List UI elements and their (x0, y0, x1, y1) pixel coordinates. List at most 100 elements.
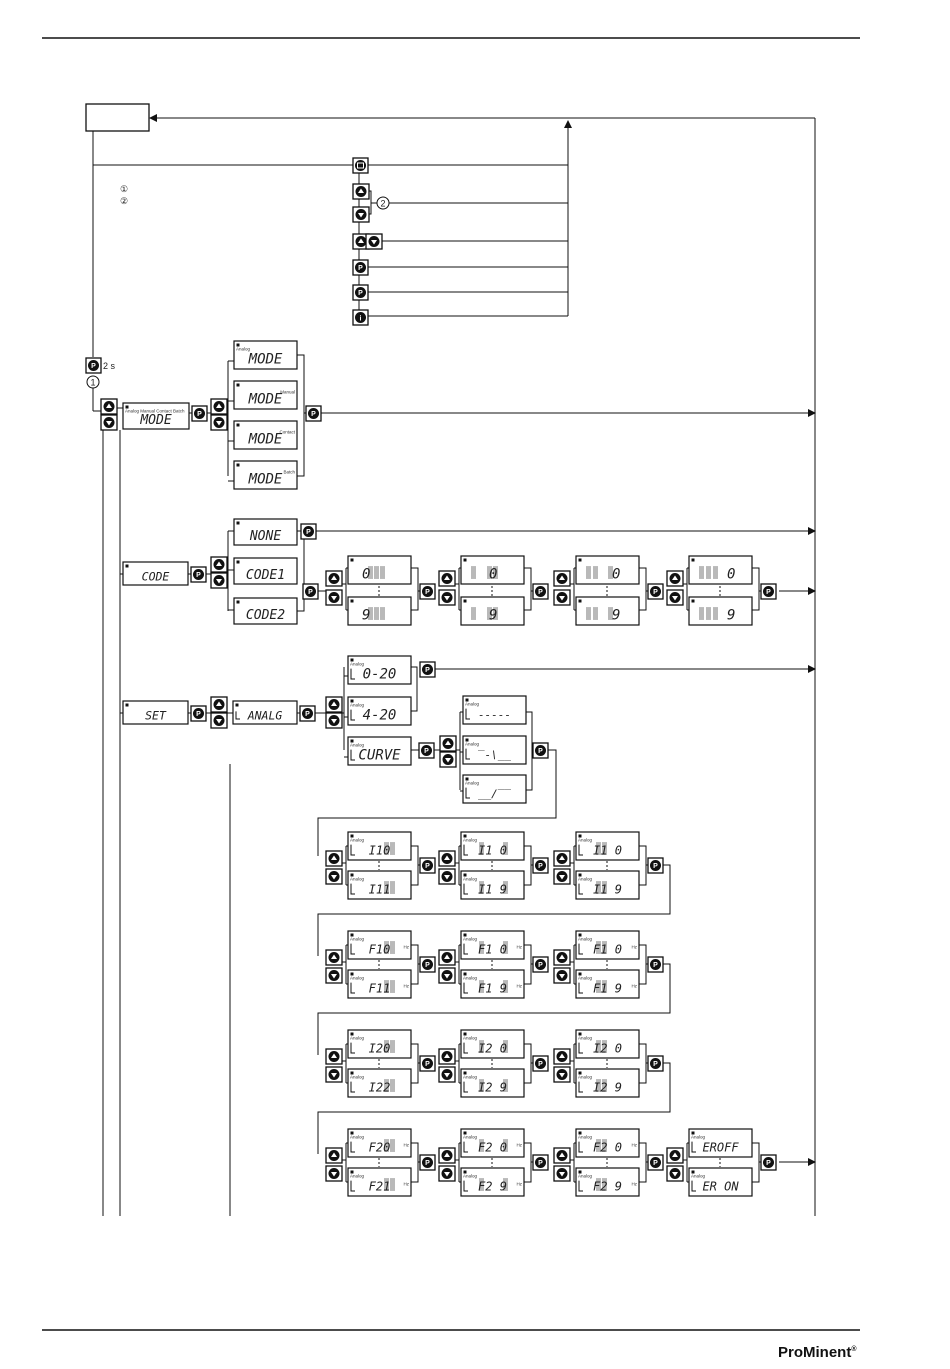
down-button[interactable] (325, 1165, 343, 1182)
p-button-hold[interactable]: P (85, 357, 102, 374)
lcd-text: 0 (727, 566, 735, 582)
info-button[interactable]: i (352, 309, 369, 326)
p-button[interactable]: P (191, 405, 208, 422)
p-button[interactable]: P (299, 705, 316, 722)
up-button[interactable] (438, 850, 456, 867)
up-button[interactable] (553, 850, 571, 867)
down-button[interactable] (553, 868, 571, 885)
p-button[interactable]: P (532, 956, 549, 973)
up-button[interactable] (553, 1147, 571, 1164)
stop-start-button[interactable] (352, 157, 369, 174)
up-button[interactable] (325, 1048, 343, 1065)
up-button[interactable] (439, 735, 457, 752)
down-button[interactable] (325, 967, 343, 984)
bracket-right-line (639, 845, 647, 886)
p-button[interactable]: P (647, 956, 664, 973)
p-button[interactable]: P (302, 583, 319, 600)
up-button[interactable] (100, 398, 118, 415)
down-button[interactable] (553, 1165, 571, 1182)
p-button[interactable]: P (418, 742, 435, 759)
down-button[interactable] (365, 233, 383, 250)
lcd-status-icon (691, 599, 695, 603)
p-button[interactable]: P (305, 405, 322, 422)
down-button[interactable] (325, 1066, 343, 1083)
up-button[interactable] (666, 1147, 684, 1164)
p-button[interactable]: P (647, 583, 664, 600)
up-button[interactable] (553, 1048, 571, 1065)
p-button[interactable]: P (647, 857, 664, 874)
row-wrap-line (317, 1062, 671, 1154)
p-button[interactable]: P (190, 566, 207, 583)
up-button[interactable] (325, 850, 343, 867)
down-button[interactable] (438, 589, 456, 606)
up-button[interactable] (325, 949, 343, 966)
lcd-mode-label: Analog (578, 1036, 593, 1041)
up-button[interactable] (352, 183, 370, 200)
p-button[interactable]: P (300, 523, 317, 540)
up-button[interactable] (210, 556, 228, 573)
down-button[interactable] (325, 589, 343, 606)
down-button[interactable] (210, 572, 228, 589)
up-button[interactable] (352, 233, 370, 250)
down-button[interactable] (438, 1066, 456, 1083)
p-button[interactable]: P (419, 583, 436, 600)
p-button[interactable]: P (647, 1055, 664, 1072)
p-button[interactable]: P (532, 857, 549, 874)
down-button[interactable] (439, 751, 457, 768)
down-button[interactable] (438, 1165, 456, 1182)
up-button[interactable] (325, 696, 343, 713)
p-button[interactable]: P (532, 583, 549, 600)
p-button[interactable]: P (532, 742, 549, 759)
p-button[interactable]: P (532, 1154, 549, 1171)
up-button[interactable] (438, 570, 456, 587)
lcd-status-icon (350, 1131, 354, 1135)
p-button[interactable]: P (647, 1154, 664, 1171)
down-button[interactable] (210, 712, 228, 729)
button-disc (650, 1157, 661, 1168)
down-button[interactable] (438, 868, 456, 885)
arrow-down-icon (216, 719, 222, 724)
p-button[interactable]: P (760, 583, 777, 600)
up-button[interactable] (325, 570, 343, 587)
up-button[interactable] (325, 1147, 343, 1164)
p-button[interactable]: P (419, 1055, 436, 1072)
lcd-segment-block (479, 980, 484, 993)
p-button[interactable]: P (760, 1154, 777, 1171)
p-button[interactable]: P (419, 857, 436, 874)
up-button[interactable] (553, 570, 571, 587)
lcd-text: EROFF (702, 1140, 739, 1154)
down-button[interactable] (553, 1066, 571, 1083)
up-button[interactable] (438, 1048, 456, 1065)
down-button[interactable] (325, 712, 343, 729)
down-button[interactable] (100, 414, 118, 431)
up-button[interactable] (210, 696, 228, 713)
lcd-segment-block (503, 1079, 508, 1092)
down-button[interactable] (325, 868, 343, 885)
up-button[interactable] (666, 570, 684, 587)
lcd-status-icon (465, 738, 469, 742)
lcd-bracket-icon (463, 1180, 468, 1192)
button-disc (650, 586, 661, 597)
down-button[interactable] (438, 967, 456, 984)
up-button[interactable] (553, 949, 571, 966)
down-button[interactable] (553, 589, 571, 606)
p-button[interactable]: P (352, 259, 369, 276)
up-button[interactable] (210, 398, 228, 415)
lcd-status-icon (350, 873, 354, 877)
lcd-segment-block (493, 607, 498, 620)
p-button[interactable]: P (419, 661, 436, 678)
p-button[interactable]: P (190, 705, 207, 722)
button-disc (535, 745, 546, 756)
up-button[interactable] (438, 1147, 456, 1164)
down-button[interactable] (666, 1165, 684, 1182)
p-button[interactable]: P (352, 284, 369, 301)
down-button[interactable] (553, 967, 571, 984)
down-button[interactable] (666, 589, 684, 606)
up-button[interactable] (438, 949, 456, 966)
p-button[interactable]: P (532, 1055, 549, 1072)
down-button[interactable] (210, 414, 228, 431)
p-button[interactable]: P (419, 956, 436, 973)
p-button[interactable]: P (419, 1154, 436, 1171)
down-button[interactable] (352, 206, 370, 223)
